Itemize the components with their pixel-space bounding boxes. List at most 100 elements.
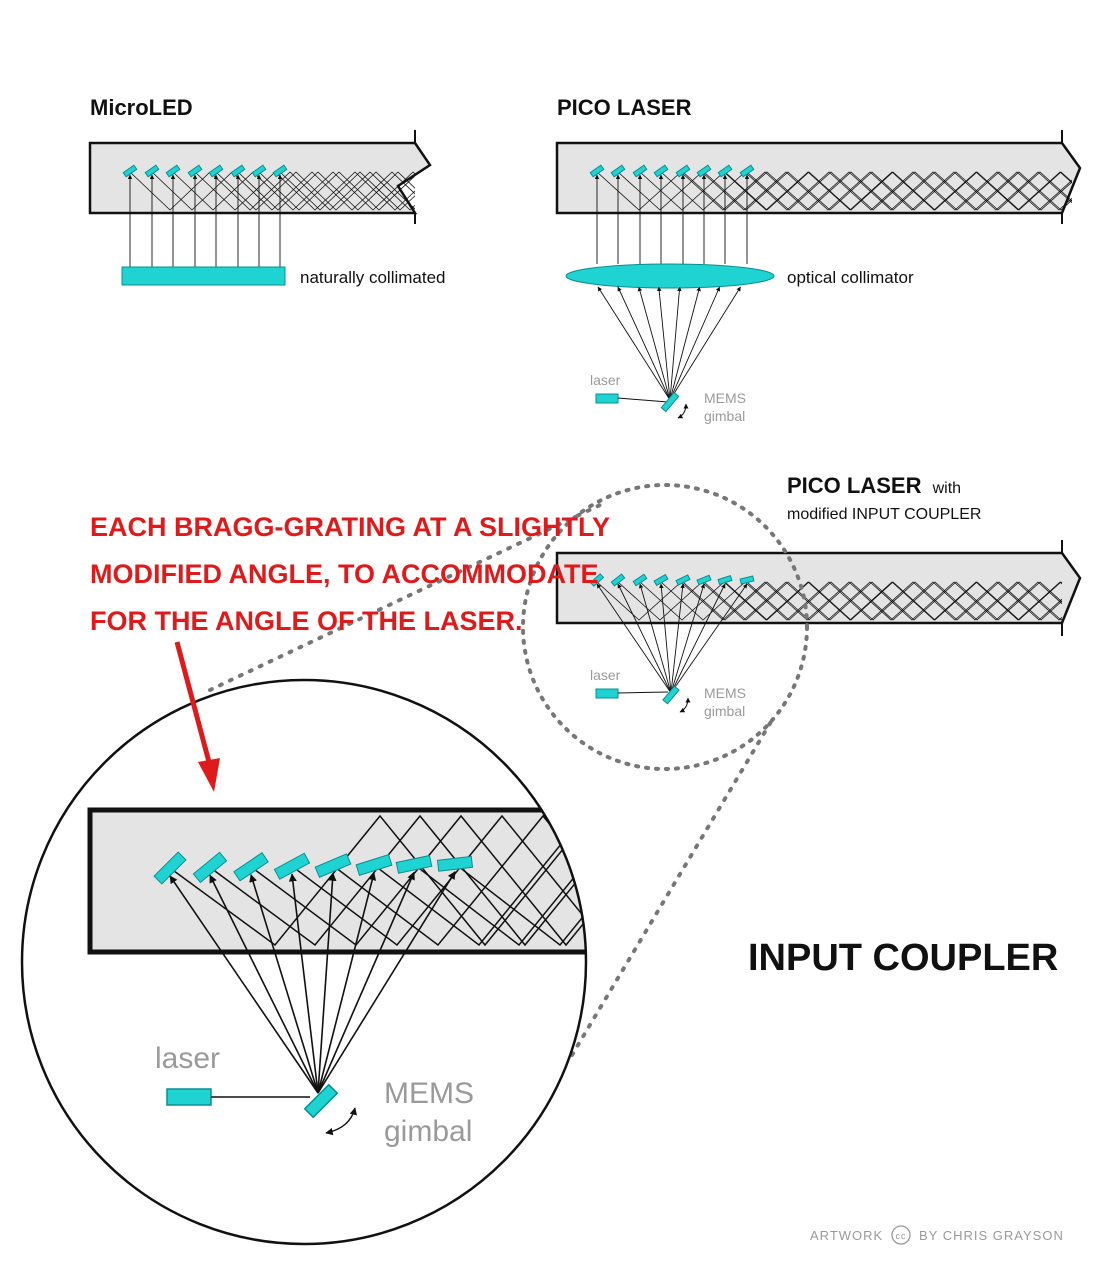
- tir-ray: [454, 814, 586, 947]
- microled-title: MicroLED: [90, 95, 193, 120]
- creative-commons-icon: [891, 1225, 911, 1245]
- pico-laser-source: [595, 393, 619, 404]
- zoom-laser-source: [166, 1088, 212, 1106]
- artwork-credit: ARTWORK cc BY CHRIS GRAYSON: [810, 1225, 1064, 1245]
- bragg-grating: [632, 164, 648, 178]
- bragg-grating: [208, 164, 224, 178]
- scan-ray: [317, 871, 456, 1094]
- tir-ray: [194, 171, 415, 211]
- tir-ray: [215, 171, 415, 211]
- bragg-grating: [355, 854, 393, 876]
- bragg-grating: [610, 164, 626, 178]
- credit-right: BY CHRIS GRAYSON: [919, 1228, 1064, 1243]
- bragg-grating: [632, 573, 648, 587]
- pico-modified-waveguide: [555, 551, 1082, 625]
- pico-modified-laser-label: laser: [590, 667, 621, 683]
- tir-ray: [169, 814, 586, 947]
- scan-ray: [249, 874, 319, 1094]
- bragg-grating: [122, 164, 138, 178]
- microled-collimator-label: naturally collimated: [300, 268, 446, 287]
- tir-ray: [660, 171, 1072, 211]
- scan-ray: [317, 871, 415, 1094]
- bragg-grating: [230, 164, 246, 178]
- pico-mems-label-2: gimbal: [704, 408, 745, 424]
- bragg-grating: [187, 164, 203, 178]
- pico-modified-title-bold: PICO LASER: [787, 473, 922, 498]
- pico-mems-mirror: [660, 391, 680, 413]
- zoom-mems-mirror: [303, 1083, 339, 1119]
- scan-ray: [288, 873, 319, 1094]
- tir-ray: [209, 814, 586, 947]
- scan-ray: [169, 875, 319, 1094]
- tir-ray: [660, 581, 1062, 621]
- callout-line-3: FOR THE ANGLE OF THE LASER.: [90, 606, 523, 636]
- input-coupler-label: INPUT COUPLER: [748, 937, 1058, 979]
- scan-ray: [637, 286, 671, 401]
- zoom-circle-border: [20, 678, 588, 1246]
- microled-bragg-gratings: [122, 164, 288, 178]
- callout-line-1: EACH BRAGG-GRATING AT A SLIGHTLY: [90, 512, 610, 542]
- tir-ray: [639, 581, 1062, 621]
- scan-ray: [597, 286, 671, 401]
- scan-ray: [617, 286, 671, 401]
- bragg-grating: [272, 164, 288, 178]
- pico-modified-scan-fan: [596, 583, 748, 694]
- scan-ray: [638, 583, 672, 694]
- bragg-grating: [675, 164, 691, 178]
- scan-ray: [669, 286, 741, 401]
- microled-waveguide: [88, 141, 432, 215]
- tir-ray: [250, 814, 586, 947]
- scan-ray: [659, 583, 672, 694]
- bragg-grating: [717, 164, 733, 178]
- bragg-grating: [192, 851, 228, 884]
- scan-ray: [317, 872, 377, 1094]
- pico-modified-subtitle: modified INPUT COUPLER: [787, 506, 981, 523]
- microled-panel: MicroLED naturally collimated: [88, 95, 446, 287]
- callout: EACH BRAGG-GRATING AT A SLIGHTLY MODIFIE…: [90, 512, 610, 792]
- scan-ray: [669, 286, 682, 401]
- magnifier-guide-lines: [208, 503, 777, 1057]
- microled-tir-rays: [129, 171, 415, 211]
- credit-left: ARTWORK: [810, 1228, 883, 1243]
- bragg-grating: [675, 574, 691, 586]
- tir-ray: [413, 814, 586, 947]
- callout-arrow: [174, 641, 212, 763]
- tir-ray: [332, 814, 586, 947]
- microled-collimated-rays: [127, 174, 283, 267]
- bragg-grating: [739, 164, 755, 178]
- tir-ray: [682, 581, 1062, 621]
- pico-modified-mems-label-2: gimbal: [704, 703, 745, 719]
- zoom-mems-label-1: MEMS: [384, 1077, 474, 1110]
- scan-ray: [670, 583, 726, 694]
- bragg-grating: [589, 573, 605, 587]
- bragg-grating: [395, 854, 433, 874]
- scan-ray: [617, 583, 672, 694]
- pico-collimated-rays: [594, 174, 750, 264]
- magnifier-source-circle: [521, 483, 809, 771]
- bragg-grating: [251, 164, 267, 178]
- tir-ray: [682, 171, 1072, 211]
- pico-modified-panel: PICO LASER with modified INPUT COUPLER l…: [521, 473, 1082, 771]
- bragg-grating: [717, 574, 733, 586]
- tir-ray: [291, 814, 586, 947]
- bragg-grating: [144, 164, 160, 178]
- tir-ray: [724, 171, 1072, 211]
- bragg-grating: [653, 164, 669, 178]
- zoom-waveguide: [87, 807, 586, 955]
- creative-commons-glyph: cc: [896, 1231, 907, 1241]
- bragg-grating: [589, 164, 605, 178]
- bragg-grating: [436, 855, 474, 872]
- callout-arrowhead: [198, 758, 220, 792]
- bragg-grating: [653, 573, 669, 587]
- pico-mems-label-1: MEMS: [704, 390, 746, 406]
- bragg-grating: [165, 164, 181, 178]
- scan-ray: [656, 286, 671, 401]
- bragg-grating: [273, 852, 311, 880]
- bragg-grating: [696, 164, 712, 178]
- microled-emitter: [121, 266, 286, 286]
- bragg-grating: [610, 573, 626, 587]
- scan-ray: [669, 286, 701, 401]
- tir-ray: [172, 171, 415, 211]
- pico-modified-mems-label-1: MEMS: [704, 685, 746, 701]
